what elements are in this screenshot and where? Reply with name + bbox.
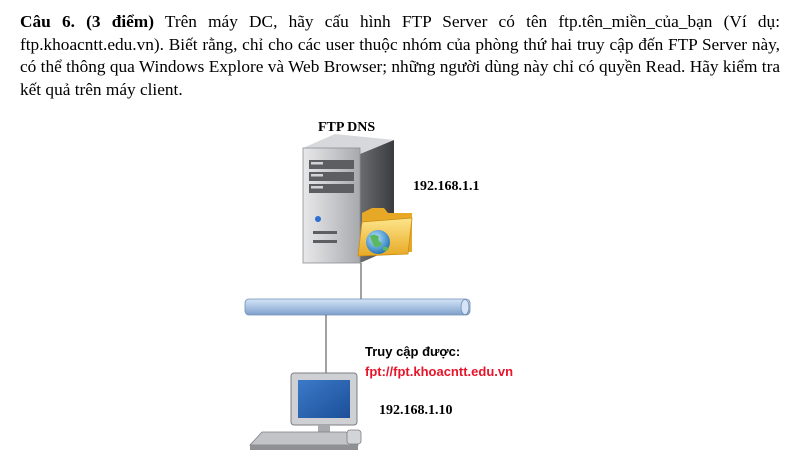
question-label: Câu 6. (3 điểm) — [20, 12, 154, 31]
server-ip-label: 192.168.1.1 — [413, 179, 480, 194]
globe-icon — [366, 230, 390, 254]
server-services-label: FTP DNS — [318, 120, 376, 135]
network-bus — [244, 298, 471, 316]
question-body: Trên máy DC, hãy cấu hình FTP Server có … — [20, 12, 780, 99]
client-access-title: Truy cập được: — [365, 344, 461, 359]
client-ip-label: 192.168.1.10 — [379, 403, 453, 418]
client-computer-icon — [249, 372, 362, 450]
question-text: Câu 6. (3 điểm) Trên máy DC, hãy cấu hìn… — [20, 11, 780, 101]
client-access-url: fpt://fpt.khoacntt.edu.vn — [365, 364, 514, 379]
